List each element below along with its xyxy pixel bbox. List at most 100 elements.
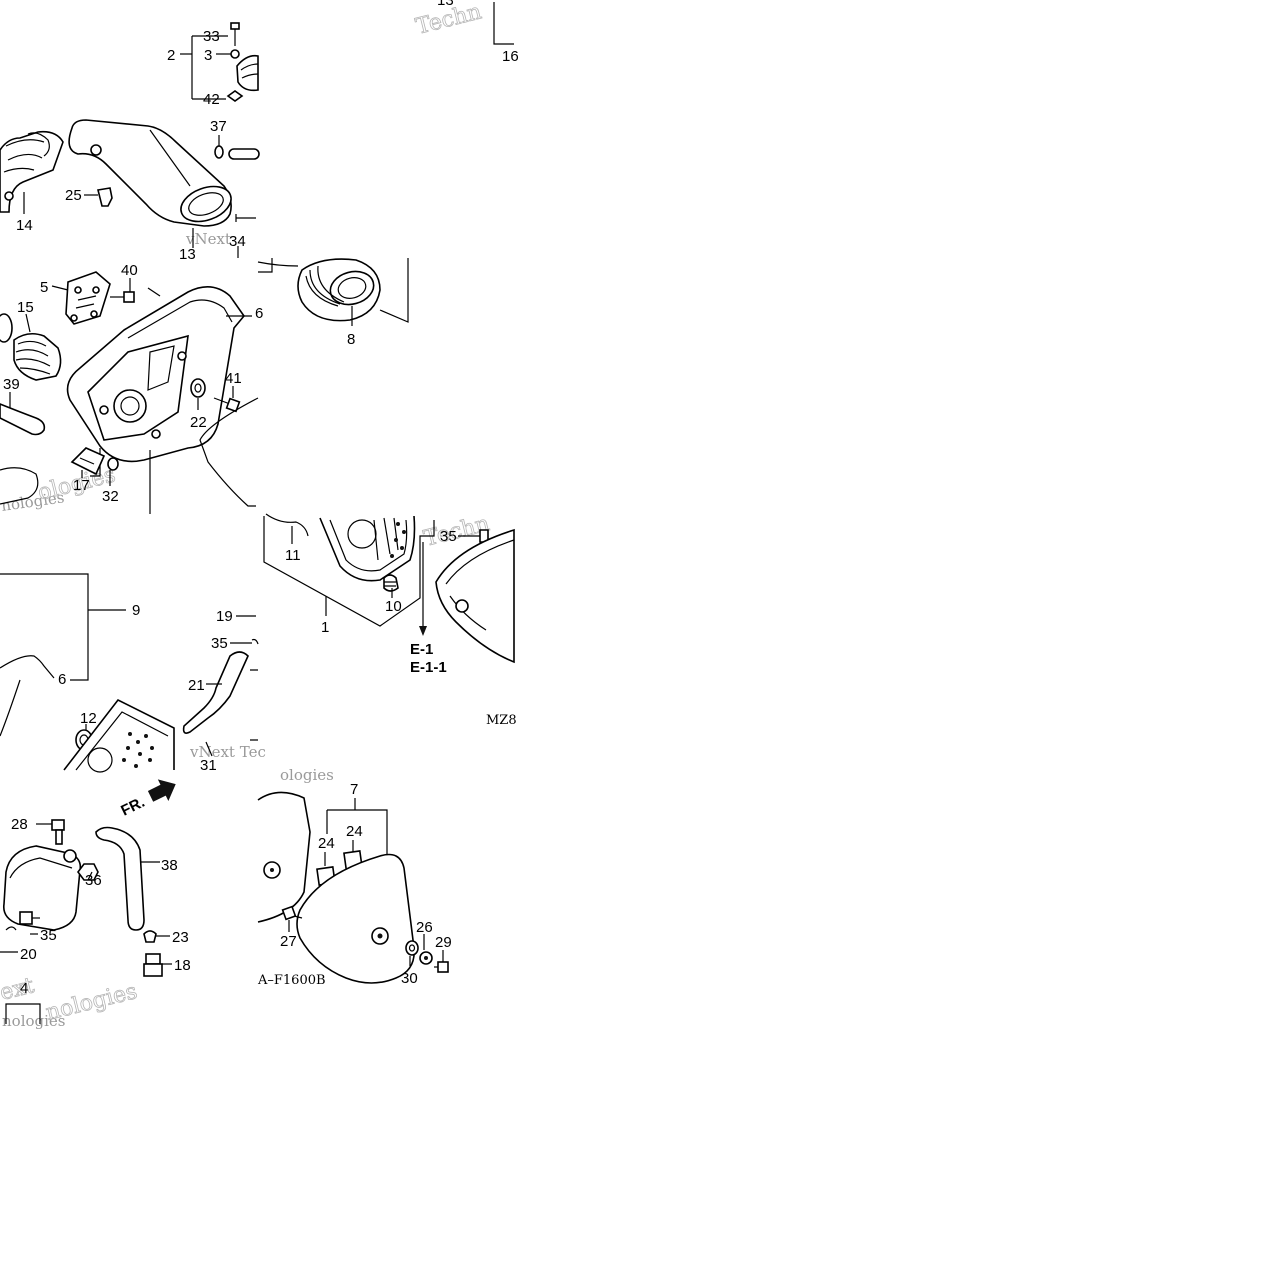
part-label: 30: [401, 970, 418, 987]
watermark-text: vNext: [185, 230, 231, 248]
part-label: 28: [11, 816, 28, 833]
nut-36-icon: [77, 863, 99, 881]
hose-21-icon: [182, 651, 249, 734]
seal-icon: [199, 397, 259, 507]
clip-37-icon: [214, 145, 224, 159]
part-label: 35: [211, 635, 228, 652]
leader-line: [0, 573, 89, 681]
part-label: 31: [200, 757, 217, 774]
part-label: 14: [16, 217, 33, 234]
part-label: 37: [210, 118, 227, 135]
watermark-text: nologies: [2, 1012, 66, 1030]
clip-32-icon: [107, 457, 119, 471]
part-label: 5: [40, 279, 48, 296]
leader-line: [205, 741, 213, 757]
part-label: 18: [174, 957, 191, 974]
arrow-down-icon: [419, 626, 427, 636]
clip-35-icon: [251, 638, 259, 645]
inner-cover-icon: [257, 791, 311, 923]
leader-line: [379, 258, 409, 323]
part-label: 24: [318, 835, 335, 852]
part-label: 11: [285, 547, 301, 564]
leader-line: [5, 1003, 41, 1024]
gasket-6-icon: [0, 655, 55, 737]
part-label: 15: [17, 299, 34, 316]
part-label: 36: [85, 872, 102, 889]
watermark-text: ologies: [280, 766, 334, 784]
leader-line: [327, 809, 388, 864]
case-fragment-icon: [63, 698, 175, 773]
connecting-duct-13-icon: [68, 119, 232, 227]
part-label: 2: [167, 47, 175, 64]
part-label: 3: [204, 47, 212, 64]
part-label: 34: [229, 233, 246, 250]
part-fragment: [0, 467, 39, 505]
front-direction-arrow-icon: [147, 779, 176, 802]
part-label: 20: [20, 946, 37, 963]
grommet-10-icon: [383, 574, 399, 592]
breather-separator-icon: [2, 845, 82, 931]
leader-line: [493, 2, 514, 45]
part-label: 23: [172, 929, 189, 946]
part-label: 13: [437, 0, 454, 9]
screw-41-icon: [213, 397, 241, 413]
part-label: 33: [203, 28, 220, 45]
bolt-40-icon: [110, 291, 135, 303]
watermark-text: ext: [0, 973, 37, 1006]
leader-line: [87, 871, 93, 881]
part-label: 27: [280, 933, 297, 950]
part-fragment: [257, 261, 299, 267]
leader-line: [147, 287, 161, 297]
drain-valve-28-icon: [51, 819, 65, 845]
part-fragment: [250, 669, 258, 741]
leader-line: [235, 214, 256, 222]
cover-fragment-icon: [435, 528, 515, 664]
part-label: 8: [347, 331, 355, 348]
leader-line: [51, 285, 69, 291]
bolt-33-icon: [230, 22, 240, 46]
part-label: 26: [416, 919, 433, 936]
bolt-29-icon: [434, 961, 449, 973]
screw-25-icon: [97, 187, 113, 207]
diagram-code: A–F1600B: [257, 973, 326, 988]
front-direction-label: FR.: [118, 794, 147, 820]
tube-icon: [228, 148, 260, 160]
part-label: 38: [161, 857, 178, 874]
intake-hose-14-icon: [0, 130, 64, 213]
side-cover-7-icon: [296, 853, 415, 984]
part-label: 25: [65, 187, 82, 204]
part-label: 10: [385, 598, 402, 615]
watermark-text: nologies: [43, 979, 139, 1026]
part-label: 1: [321, 619, 329, 636]
part-label: 22: [190, 414, 207, 431]
plug-18-icon: [143, 953, 163, 977]
part-label: 35: [40, 927, 57, 944]
leader-line: [258, 258, 273, 273]
clamp-detail: [240, 63, 259, 79]
part-label: 24: [346, 823, 363, 840]
part-label: 4: [20, 980, 28, 997]
nut-42-icon: [226, 90, 244, 102]
bracket-5-icon: [65, 271, 111, 325]
clip-20-icon: [5, 926, 17, 931]
part-label: 6: [58, 671, 66, 688]
reference-label: E-1-1: [410, 659, 447, 676]
part-label: 17: [73, 477, 90, 494]
part-label: 39: [3, 376, 20, 393]
element-frame-icon: [319, 515, 416, 582]
grommet-22-icon: [190, 378, 206, 398]
part-label: 35: [440, 528, 457, 545]
bolt-35-icon: [19, 911, 40, 925]
part-label: 7: [350, 781, 358, 798]
part-label: 13: [179, 246, 196, 263]
part-label: 29: [435, 934, 452, 951]
ring-icon: [0, 313, 13, 343]
part-label: 42: [203, 91, 220, 108]
leader-line: [263, 516, 435, 627]
reference-label: E-1: [410, 641, 433, 658]
plate-17-icon: [70, 447, 106, 476]
part-label: 40: [121, 262, 138, 279]
washer-3-icon: [230, 49, 240, 59]
clamp-2-icon: [236, 54, 259, 92]
